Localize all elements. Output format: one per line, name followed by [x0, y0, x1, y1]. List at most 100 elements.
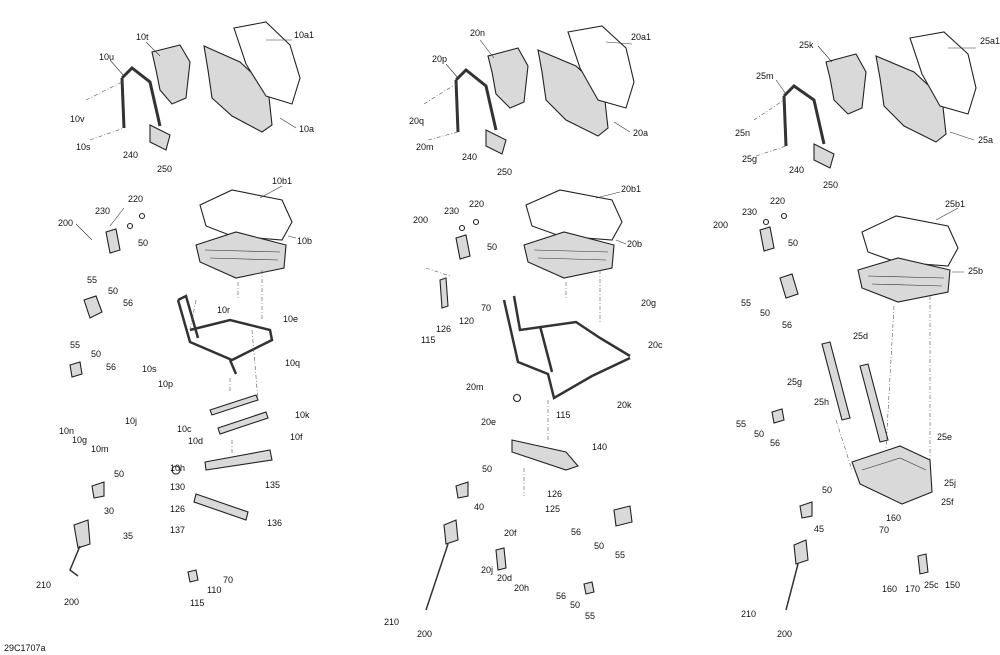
callout: 20n	[470, 28, 485, 38]
callout: 56	[123, 298, 133, 308]
callout: 10c	[177, 424, 192, 434]
callout: 210	[36, 580, 51, 590]
callout: 40	[474, 502, 484, 512]
callout: 10a	[299, 124, 314, 134]
callout: 140	[592, 442, 607, 452]
callout: 230	[444, 206, 459, 216]
callout: 55	[741, 298, 751, 308]
callout: 200	[713, 220, 728, 230]
callout: 25g	[787, 377, 802, 387]
hardware-illustration	[425, 218, 633, 611]
callout: 10e	[283, 314, 298, 324]
callout: 200	[777, 629, 792, 639]
callout: 10b1	[272, 176, 292, 186]
leader-lines	[423, 39, 633, 496]
callout: 25b	[968, 266, 983, 276]
callout: 70	[481, 303, 491, 313]
callout: 20a	[633, 128, 648, 138]
seat-back-illustration	[151, 21, 301, 133]
seat-cushion-illustration	[523, 189, 623, 279]
callout: 30	[104, 506, 114, 516]
callout: 35	[123, 531, 133, 541]
callout: 10g	[72, 435, 87, 445]
callout: 200	[417, 629, 432, 639]
callout: 70	[223, 575, 233, 585]
callout: 50	[114, 469, 124, 479]
callout: 20g	[641, 298, 656, 308]
callout: 250	[823, 180, 838, 190]
callout: 50	[570, 600, 580, 610]
callout: 25d	[853, 331, 868, 341]
callout: 10r	[217, 305, 230, 315]
callout: 50	[138, 238, 148, 248]
callout: 25h	[814, 397, 829, 407]
callout: 20e	[481, 417, 496, 427]
callout: 220	[469, 199, 484, 209]
callout: 200	[58, 218, 73, 228]
callout: 10a1	[294, 30, 314, 40]
callout: 120	[459, 316, 474, 326]
seat-rail-illustration	[193, 394, 273, 521]
callout: 240	[789, 165, 804, 175]
callout: 20c	[648, 340, 663, 350]
callout: 20p	[432, 54, 447, 64]
callout: 10f	[290, 432, 303, 442]
callout: 20q	[409, 116, 424, 126]
callout: 55	[736, 419, 746, 429]
callout: 56	[770, 438, 780, 448]
callout: 10v	[70, 114, 85, 124]
callout: 230	[742, 207, 757, 217]
callout: 170	[905, 584, 920, 594]
callout: 25f	[941, 497, 954, 507]
callout: 20b	[627, 239, 642, 249]
view-left: 10t 10a1 10u 10v 10a 10s 240 250 10b1 22…	[36, 21, 314, 608]
seat-base-illustration	[176, 294, 274, 375]
callout: 10s	[76, 142, 91, 152]
callout: 137	[170, 525, 185, 535]
callout: 25m	[756, 71, 774, 81]
callout: 135	[265, 480, 280, 490]
bracket-illustration	[439, 277, 579, 471]
callout: 250	[497, 167, 512, 177]
callout: 200	[64, 597, 79, 607]
callout: 50	[788, 238, 798, 248]
callout: 10q	[285, 358, 300, 368]
callout: 130	[170, 482, 185, 492]
callout: 10h	[170, 463, 185, 473]
seat-frame-illustration	[120, 66, 171, 151]
callout: 25a	[978, 135, 993, 145]
callout: 20d	[497, 573, 512, 583]
seat-frame-illustration	[782, 84, 835, 169]
callout: 110	[207, 585, 221, 595]
callout: 230	[95, 206, 110, 216]
callout: 25j	[944, 478, 956, 488]
callout: 20k	[617, 400, 632, 410]
reference-code: 29C1707a	[4, 643, 46, 653]
callout: 55	[87, 275, 97, 285]
callout: 50	[91, 349, 101, 359]
callout: 10u	[99, 52, 114, 62]
callout: 115	[190, 598, 204, 608]
seat-base-illustration	[502, 295, 631, 400]
callout: 50	[594, 541, 604, 551]
callout: 125	[545, 504, 560, 514]
callout: 56	[571, 527, 581, 537]
seat-post-illustration	[821, 341, 889, 443]
callout: 160	[886, 513, 901, 523]
callout: 25n	[735, 128, 750, 138]
callout: 10j	[125, 416, 137, 426]
callout: 10d	[188, 436, 203, 446]
callout: 10n	[59, 426, 74, 436]
callout: 10k	[295, 410, 310, 420]
callout: 55	[585, 611, 595, 621]
callout: 10b	[297, 236, 312, 246]
callout: 10m	[91, 444, 109, 454]
callout: 210	[741, 609, 756, 619]
seat-cushion-illustration	[857, 215, 959, 303]
callout: 50	[822, 485, 832, 495]
callout: 20m	[466, 382, 484, 392]
callout: 25e	[937, 432, 952, 442]
callout: 25a1	[980, 36, 1000, 46]
seat-base-illustration	[851, 445, 933, 505]
